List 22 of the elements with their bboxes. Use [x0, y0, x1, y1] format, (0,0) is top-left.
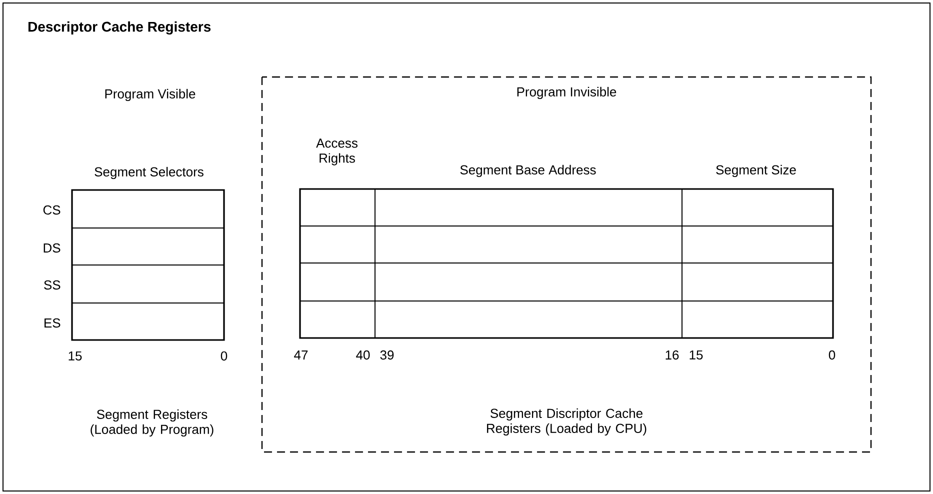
region-caption: Segment Discriptor Cache Registers (Loaded by CPU) — [487, 408, 646, 436]
column-heading: Segment Selectors — [94, 166, 204, 180]
bit-number: 16 — [666, 350, 679, 360]
bit-number: 0 — [220, 351, 228, 361]
title: Descriptor Cache Registers — [28, 21, 211, 35]
bit-number: 15 — [68, 351, 82, 361]
register-name: CS — [43, 205, 60, 215]
register-name: SS — [44, 280, 60, 290]
bit-number: 39 — [380, 350, 394, 360]
column-heading: Segment Size — [716, 164, 796, 178]
bit-number: 15 — [690, 350, 703, 360]
register-name: ES — [44, 318, 60, 328]
column-heading: Segment Base Address — [460, 164, 596, 178]
caption: Segment Registers (Loaded by Program) — [90, 409, 214, 437]
column-heading: Access Rights — [316, 138, 358, 166]
bit-number: 40 — [356, 350, 370, 360]
register-name: DS — [44, 243, 60, 253]
bit-number: 0 — [828, 350, 836, 360]
bit-number: 47 — [294, 350, 308, 360]
heading: Program Visible — [105, 88, 196, 102]
region-heading: Program Invisible — [517, 86, 616, 100]
dashed-region — [261, 76, 872, 453]
